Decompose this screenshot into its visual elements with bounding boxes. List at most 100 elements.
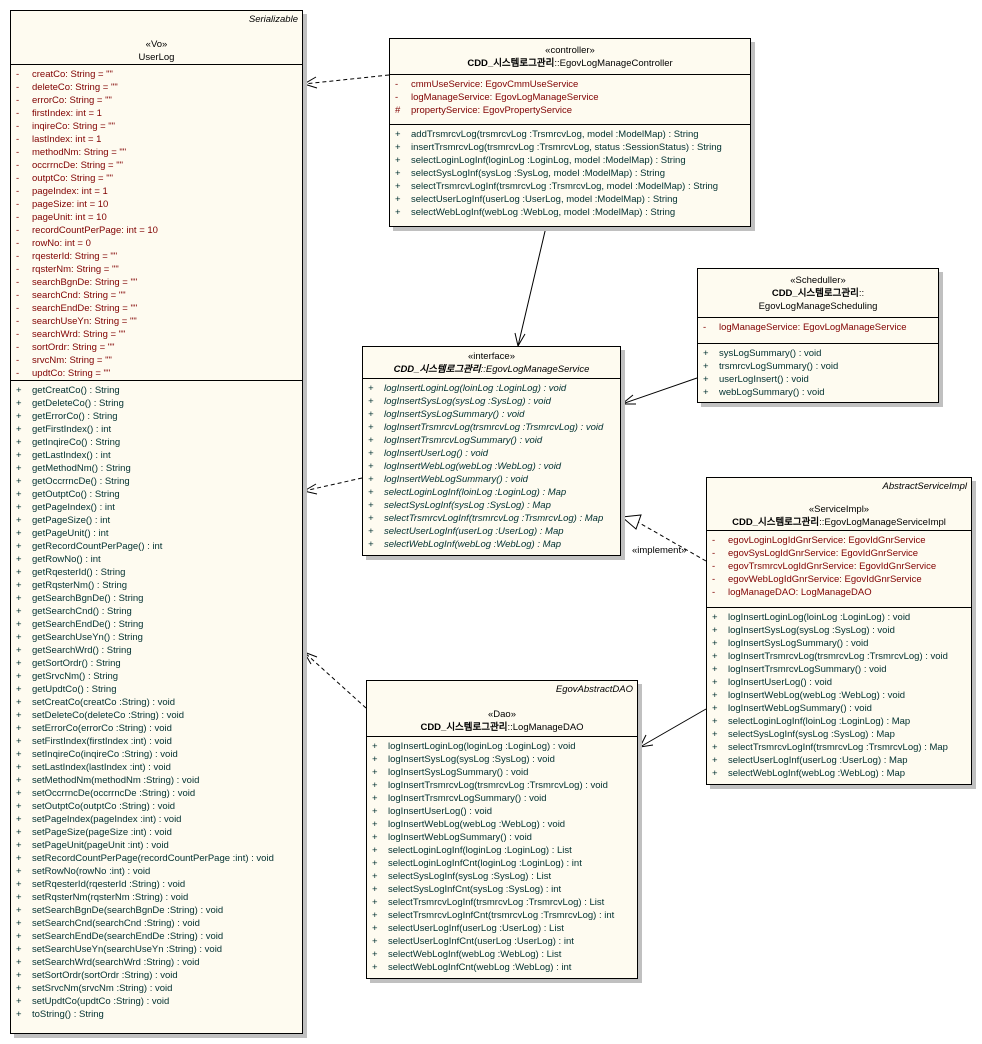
operation-row: +setCreatCo(creatCo :String) : void xyxy=(11,696,302,709)
stereotype-label: «Vo» xyxy=(145,39,168,50)
visibility-marker: - xyxy=(395,79,399,90)
class-header: «interface» CDD_시스템로그관리::EgovLogManageSe… xyxy=(363,347,620,379)
visibility-marker: - xyxy=(16,290,20,301)
visibility-marker: + xyxy=(372,897,378,908)
operation-row: +setInqireCo(inqireCo :String) : void xyxy=(11,748,302,761)
visibility-marker: + xyxy=(712,729,718,740)
operation-row: +getRecordCountPerPage() : int xyxy=(11,540,302,553)
class-egovlogmanageserviceimpl[interactable]: AbstractServiceImpl «ServiceImpl» CDD_시스… xyxy=(706,477,972,785)
attribute-text: methodNm: String = "" xyxy=(32,147,127,158)
operation-text: setUpdtCo(updtCo :String) : void xyxy=(32,996,170,1007)
attributes-section: -logManageService: EgovLogManageService xyxy=(698,318,938,344)
attribute-text: egovLoginLogIdGnrService: EgovIdGnrServi… xyxy=(728,535,926,546)
visibility-marker: - xyxy=(16,82,20,93)
operation-row: +selectUserLogInf(userLog :UserLog) : Ma… xyxy=(707,754,971,767)
attribute-row: -egovTrsmrcvLogIdGnrService: EgovIdGnrSe… xyxy=(707,560,971,573)
attribute-row: -rqesterId: String = "" xyxy=(11,250,302,263)
class-logmanagedao[interactable]: EgovAbstractDAO «Dao» CDD_시스템로그관리::LogMa… xyxy=(366,680,638,979)
operation-row: +selectUserLogInf(userLog :UserLog) : Ma… xyxy=(363,525,620,538)
operation-row: +logInsertSysLogSummary() : void xyxy=(707,637,971,650)
package-name: CDD_시스템로그관리 xyxy=(771,288,859,299)
operation-text: selectUserLogInf(userLog :UserLog, model… xyxy=(411,194,678,205)
visibility-marker: + xyxy=(372,962,378,973)
operation-row: +selectUserLogInfCnt(userLog :UserLog) :… xyxy=(367,935,637,948)
visibility-marker: - xyxy=(16,121,20,132)
visibility-marker: + xyxy=(16,463,22,474)
interface-egovlogmanageservice[interactable]: «interface» CDD_시스템로그관리::EgovLogManageSe… xyxy=(362,346,621,556)
class-egovlogmanagescheduling[interactable]: «Scheduller» CDD_시스템로그관리:: EgovLogManage… xyxy=(697,268,939,403)
operation-row: +getRqsterNm() : String xyxy=(11,579,302,592)
visibility-marker: - xyxy=(16,238,20,249)
operation-text: selectUserLogInf(userLog :UserLog) : Lis… xyxy=(388,923,564,934)
operation-text: setSearchBgnDe(searchBgnDe :String) : vo… xyxy=(32,905,224,916)
visibility-marker: + xyxy=(372,884,378,895)
visibility-marker: + xyxy=(712,664,718,675)
visibility-marker: + xyxy=(16,424,22,435)
class-name: EgovLogManageScheduling xyxy=(758,301,878,312)
attribute-text: pageSize: int = 10 xyxy=(32,199,109,210)
operation-text: selectTrsmrcvLogInf(trsmrcvLog :TrsmrcvL… xyxy=(728,742,948,753)
operation-text: getRqsterNm() : String xyxy=(32,580,128,591)
operation-text: logInsertSysLog(sysLog :SysLog) : void xyxy=(384,396,551,407)
operation-text: logInsertTrsmrcvLogSummary() : void xyxy=(384,435,543,446)
attribute-text: propertyService: EgovPropertyService xyxy=(411,105,573,116)
operation-row: +selectUserLogInf(userLog :UserLog) : Li… xyxy=(367,922,637,935)
attributes-section: -cmmUseService: EgovCmmUseService-logMan… xyxy=(390,75,750,125)
attribute-text: searchEndDe: String = "" xyxy=(32,303,138,314)
operation-row: +getPageUnit() : int xyxy=(11,527,302,540)
operation-row: +logInsertSysLog(sysLog :SysLog) : void xyxy=(363,395,620,408)
visibility-marker: + xyxy=(395,142,401,153)
class-userlog[interactable]: Serializable «Vo» UserLog -creatCo: Stri… xyxy=(10,10,303,1034)
visibility-marker: + xyxy=(16,723,22,734)
operation-text: logInsertSysLogSummary() : void xyxy=(728,638,869,649)
visibility-marker: + xyxy=(712,651,718,662)
association-scheduler-service xyxy=(621,377,698,405)
operation-row: +logInsertWebLogSummary() : void xyxy=(363,473,620,486)
visibility-marker: + xyxy=(712,612,718,623)
attribute-row: -srvcNm: String = "" xyxy=(11,354,302,367)
visibility-marker: - xyxy=(712,561,716,572)
operation-row: +logInsertWebLog(webLog :WebLog) : void xyxy=(367,818,637,831)
attribute-row: -egovLoginLogIdGnrService: EgovIdGnrServ… xyxy=(707,534,971,547)
operation-row: +getSrvcNm() : String xyxy=(11,670,302,683)
class-egovlogmanagecontroller[interactable]: «controller» CDD_시스템로그관리::EgovLogManageC… xyxy=(389,38,751,227)
arrowhead xyxy=(514,332,526,348)
operation-text: setSortOrdr(sortOrdr :String) : void xyxy=(32,970,178,981)
operation-row: + selectSysLogInf(sysLog :SysLog) : List xyxy=(367,870,637,883)
operation-row: +setPageUnit(pageUnit :int) : void xyxy=(11,839,302,852)
visibility-marker: + xyxy=(372,871,378,882)
visibility-marker: + xyxy=(703,361,709,372)
visibility-marker: + xyxy=(368,487,374,498)
operation-text: selectUserLogInf(userLog :UserLog) : Map xyxy=(728,755,908,766)
operation-row: +getRqesterId() : String xyxy=(11,566,302,579)
operation-text: selectWebLogInf(webLog :WebLog) : Map xyxy=(728,768,906,779)
visibility-marker: + xyxy=(16,645,22,656)
operation-text: selectSysLogInf(sysLog :SysLog) : List xyxy=(388,871,552,882)
visibility-marker: + xyxy=(372,832,378,843)
operation-row: +logInsertWebLog(webLog :WebLog) : void xyxy=(707,689,971,702)
operation-row: +selectWebLogInfCnt(webLog :WebLog) : in… xyxy=(367,961,637,974)
stereotype-label: «controller» xyxy=(545,45,595,56)
operation-row: +logInsertUserLog() : void xyxy=(367,805,637,818)
visibility-marker: + xyxy=(16,684,22,695)
attribute-row: -occrrncDe: String = "" xyxy=(11,159,302,172)
visibility-marker: + xyxy=(368,435,374,446)
operation-text: getSrvcNm() : String xyxy=(32,671,119,682)
operation-row: +setPageIndex(pageIndex :int) : void xyxy=(11,813,302,826)
operation-row: +logInsertWebLogSummary() : void xyxy=(707,702,971,715)
visibility-marker: + xyxy=(16,918,22,929)
operation-text: setOutptCo(outptCo :String) : void xyxy=(32,801,176,812)
class-header: «Scheduller» CDD_시스템로그관리:: EgovLogManage… xyxy=(698,269,938,318)
attribute-text: pageIndex: int = 1 xyxy=(32,186,108,197)
visibility-marker: + xyxy=(372,754,378,765)
visibility-marker: - xyxy=(16,95,20,106)
operation-row: + logInsertTrsmrcvLogSummary() : void xyxy=(363,434,620,447)
visibility-marker: + xyxy=(16,931,22,942)
operation-text: getOccrrncDe() : String xyxy=(32,476,130,487)
operation-text: setPageIndex(pageIndex :int) : void xyxy=(32,814,182,825)
attribute-text: logManageDAO: LogManageDAO xyxy=(728,587,872,598)
parent-class-label: Serializable xyxy=(248,14,298,25)
operation-text: getPageIndex() : int xyxy=(32,502,115,513)
operation-text: getOutptCo() : String xyxy=(32,489,120,500)
operation-row: +selectWebLogInf(webLog :WebLog) : Map xyxy=(363,538,620,551)
